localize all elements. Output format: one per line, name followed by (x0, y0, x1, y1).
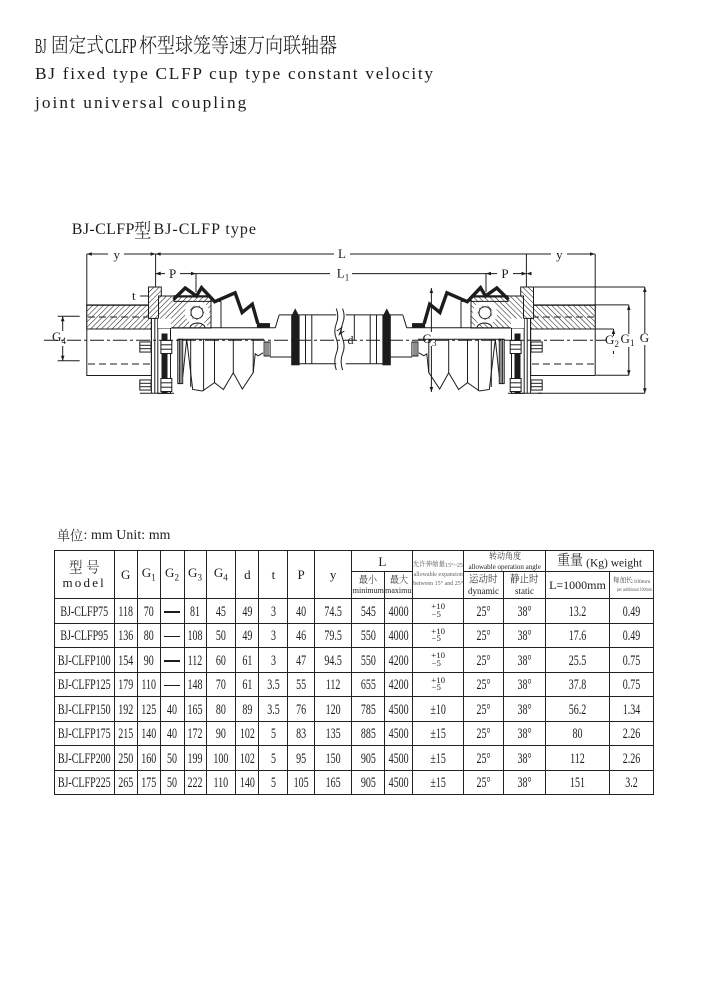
svg-text:y: y (114, 247, 121, 262)
svg-text:P: P (169, 266, 176, 281)
svg-text:G2: G2 (605, 332, 619, 349)
svg-text:G3: G3 (423, 331, 437, 348)
svg-text:P: P (501, 266, 508, 281)
svg-text:G: G (640, 330, 649, 345)
svg-text:t: t (132, 288, 136, 303)
svg-text:G4: G4 (52, 329, 66, 346)
svg-text:G1: G1 (621, 331, 635, 348)
svg-text:L1: L1 (337, 266, 349, 283)
svg-text:L: L (338, 246, 346, 261)
svg-text:y: y (556, 247, 563, 262)
svg-text:d: d (348, 333, 354, 347)
